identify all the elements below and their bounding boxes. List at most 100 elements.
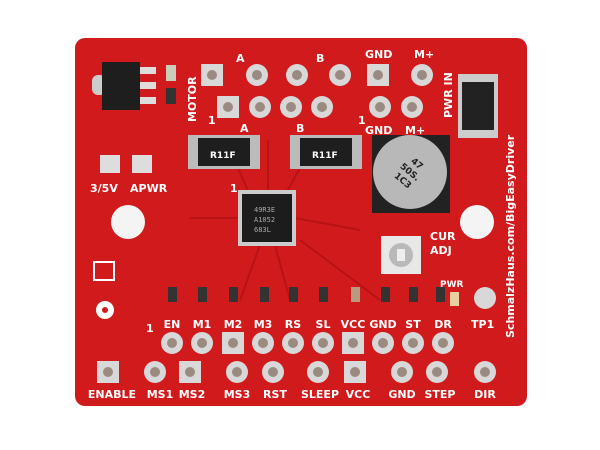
pad-hole <box>255 102 265 112</box>
pin1-label: 1 <box>208 114 216 127</box>
jumper-3-5v <box>100 155 120 173</box>
breakout-label-sleep: SLEEP <box>301 388 339 401</box>
pad-hole <box>150 367 160 377</box>
motor-label: MOTOR <box>186 76 199 122</box>
pad-hole <box>228 338 238 348</box>
breakout-label-dir: DIR <box>474 388 496 401</box>
svg-text:49R3E: 49R3E <box>254 206 275 214</box>
tp1-pad[interactable] <box>474 287 496 309</box>
pad-hole <box>103 367 113 377</box>
header-label-en: EN <box>164 318 181 331</box>
breakout-label-gnd: GND <box>388 388 415 401</box>
adj-label: ADJ <box>430 244 452 257</box>
smd-resistor <box>436 287 445 302</box>
current-adjust-potentiometer[interactable] <box>381 236 421 274</box>
pad-hole <box>288 338 298 348</box>
pad-hole <box>378 338 388 348</box>
pad-hole <box>252 70 262 80</box>
mplus-label: M+ <box>405 124 425 137</box>
pad-hole <box>197 338 207 348</box>
pad-hole <box>373 70 383 80</box>
breakout-label-enable: ENABLE <box>88 388 136 401</box>
smd-resistor <box>289 287 298 302</box>
sense-resistor-2: R11F <box>290 135 362 169</box>
breakout-label-ms2: MS2 <box>179 388 206 401</box>
smd-resistor <box>168 287 177 302</box>
svg-text:R11F: R11F <box>312 151 338 161</box>
voltage-regulator <box>92 62 156 110</box>
pad-hole <box>232 367 242 377</box>
header-label-m2: M2 <box>224 318 243 331</box>
pad-hole <box>268 367 278 377</box>
pwr-in-label: PWR IN <box>442 72 455 118</box>
coil-b-label-2: B <box>296 122 304 135</box>
jumper-apwr <box>132 155 152 173</box>
header-label-m1: M1 <box>193 318 212 331</box>
breakout-label-vcc: VCC <box>346 388 371 401</box>
pad-hole <box>335 70 345 80</box>
pad-hole <box>438 338 448 348</box>
header-label-st: ST <box>405 318 421 331</box>
pad-hole <box>375 102 385 112</box>
smd-resistor <box>381 287 390 302</box>
pad-hole <box>407 102 417 112</box>
pad-hole <box>286 102 296 112</box>
breakout-label-step: STEP <box>424 388 455 401</box>
gnd-label-top: GND <box>365 48 392 61</box>
header-label-sl: SL <box>316 318 331 331</box>
chip-pin1-label: 1 <box>230 182 238 195</box>
pad-hole <box>313 367 323 377</box>
jumper-label: 3/5V <box>90 182 118 195</box>
header-label-m3: M3 <box>254 318 273 331</box>
smd-resistor <box>229 287 238 302</box>
pad-hole <box>432 367 442 377</box>
driver-chip: 49R3E A1052 683L <box>238 190 296 246</box>
breakout-label-rst: RST <box>263 388 287 401</box>
pwr-led <box>450 292 459 306</box>
header-label-gnd: GND <box>369 318 396 331</box>
smd-resistor <box>198 287 207 302</box>
pwr-led-label: PWR <box>440 280 464 290</box>
url-text: SchmalzHaus.com/BigEasyDriver <box>504 134 517 338</box>
pcb-board <box>75 38 527 406</box>
pad-hole <box>258 338 268 348</box>
header-pin1-label: 1 <box>146 322 154 335</box>
smd-resistor <box>409 287 418 302</box>
header-label-rs: RS <box>285 318 301 331</box>
svg-text:R11F: R11F <box>210 151 236 161</box>
cur-label: CUR <box>430 230 456 243</box>
header-label-dr: DR <box>434 318 452 331</box>
pad-hole <box>480 367 490 377</box>
pin1-label-pwr: 1 <box>358 114 366 127</box>
header-label-vcc: VCC <box>341 318 366 331</box>
pad-hole <box>207 70 217 80</box>
pad-hole <box>348 338 358 348</box>
pad-hole <box>318 338 328 348</box>
gnd-label: GND <box>365 124 392 137</box>
pad-hole <box>292 70 302 80</box>
mounting-hole-right <box>460 205 494 239</box>
coil-a-label: A <box>236 52 245 65</box>
apwr-label: APWR <box>130 182 168 195</box>
logo-icon <box>93 261 115 281</box>
pad-hole <box>167 338 177 348</box>
coil-a-label-2: A <box>240 122 249 135</box>
pad-hole <box>408 338 418 348</box>
svg-text:A1052: A1052 <box>254 216 275 224</box>
breakout-label-ms3: MS3 <box>224 388 251 401</box>
mplus-label-top: M+ <box>414 48 434 61</box>
pad-hole <box>350 367 360 377</box>
pad-hole <box>397 367 407 377</box>
tp1-label: TP1 <box>471 318 494 331</box>
svg-text:683L: 683L <box>254 226 271 234</box>
coil-b-label: B <box>316 52 324 65</box>
pad-hole <box>223 102 233 112</box>
pad-hole <box>317 102 327 112</box>
smd-resistor <box>351 287 360 302</box>
electrolytic-capacitor: 47 50S. 1C3 <box>372 135 450 213</box>
pad-hole <box>417 70 427 80</box>
breakout-label-ms1: MS1 <box>147 388 174 401</box>
pad-hole <box>185 367 195 377</box>
mounting-hole-left <box>111 205 145 239</box>
